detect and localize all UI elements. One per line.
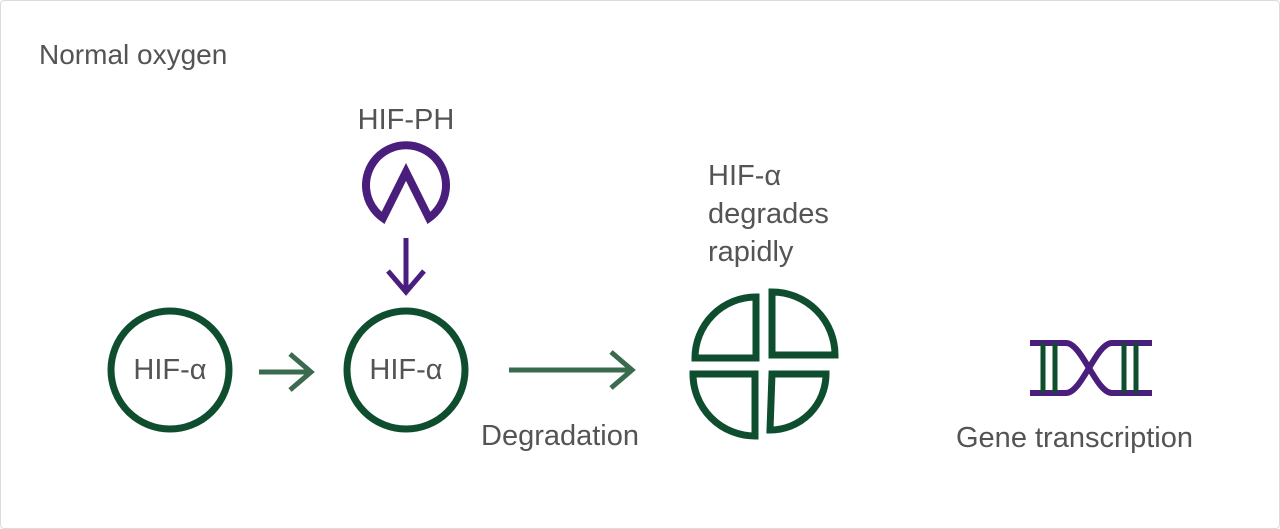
hif-ph-enzyme-icon — [362, 141, 450, 224]
arrow-small — [259, 352, 315, 392]
hif-alpha-circle-left — [107, 307, 233, 433]
degraded-hif-fragments — [689, 288, 839, 440]
degradation-label: Degradation — [481, 420, 639, 452]
hif-alpha-circle-right — [343, 307, 469, 433]
degrades-line-3: rapidly — [708, 236, 794, 268]
circle-right-label: HIF-α — [369, 354, 443, 386]
gene-transcription-label: Gene transcription — [956, 422, 1193, 454]
degrades-line-1: HIF-α — [708, 160, 782, 192]
degrades-line-2: degrades — [708, 198, 829, 230]
degradation-arrow — [509, 350, 636, 390]
degrades-label: HIF-α degrades rapidly — [708, 157, 829, 271]
page-heading: Normal oxygen — [39, 39, 228, 70]
circle-left-label: HIF-α — [133, 354, 207, 386]
dna-icon — [1030, 340, 1152, 396]
enzyme-down-arrow — [386, 238, 426, 296]
enzyme-label: HIF-PH — [357, 104, 455, 136]
